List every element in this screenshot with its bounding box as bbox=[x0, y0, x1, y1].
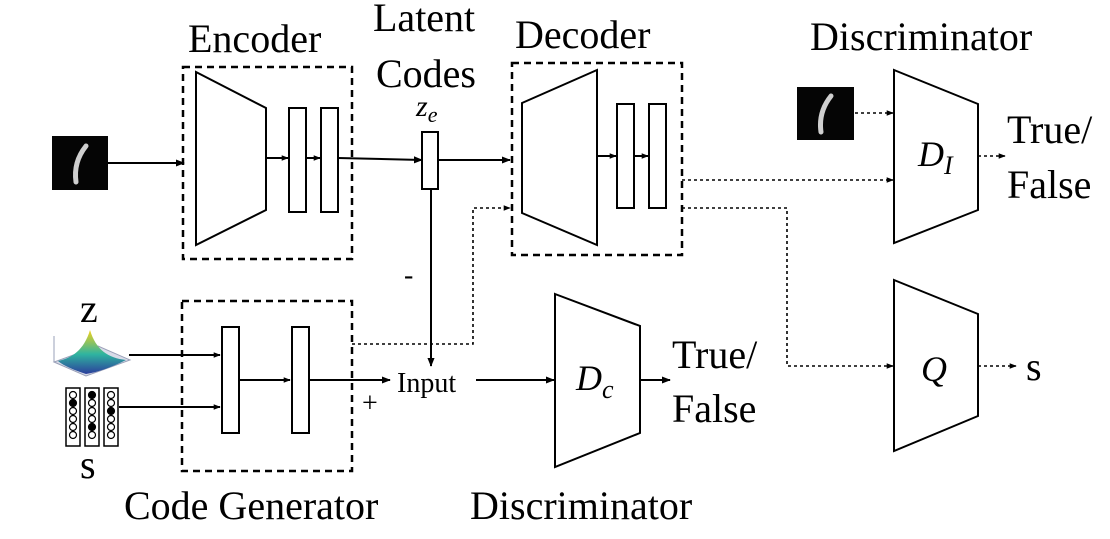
arrow-cg-to-decoder bbox=[352, 205, 511, 345]
decoder-layer-1 bbox=[616, 103, 635, 209]
dc-false-label: False bbox=[672, 386, 756, 431]
latent-label-line2: Codes bbox=[376, 51, 476, 96]
decoder-deconv-trapezoid bbox=[521, 68, 598, 247]
s-input-label: s bbox=[80, 442, 96, 487]
q-label: Q bbox=[921, 349, 947, 389]
latent-code-ze bbox=[421, 131, 439, 190]
di-false-label: False bbox=[1007, 162, 1091, 207]
code-generator-box bbox=[180, 299, 354, 473]
dc-label: Dc bbox=[575, 358, 614, 404]
plus-sign: + bbox=[362, 388, 378, 419]
di-true-label: True/ bbox=[1007, 107, 1093, 152]
s-code-icon bbox=[65, 387, 119, 447]
code-generator-label: Code Generator bbox=[124, 483, 378, 528]
encoder-box bbox=[181, 65, 354, 261]
arrow-encoder-to-latent bbox=[337, 156, 423, 164]
real-digit-icon bbox=[797, 87, 854, 140]
input-label: Input bbox=[397, 368, 456, 399]
dc-true-label: True/ bbox=[672, 332, 758, 377]
encoder-fc-layer-2 bbox=[320, 107, 339, 213]
decoder-label: Decoder bbox=[515, 12, 650, 57]
decoder-layer-2 bbox=[648, 103, 667, 209]
code-generator-layer-2 bbox=[291, 326, 310, 434]
ze-label: ze bbox=[415, 90, 438, 127]
encoder-fc-layer-1 bbox=[288, 107, 307, 213]
decoder-box bbox=[510, 61, 684, 257]
z-prior-icon bbox=[52, 330, 132, 377]
minus-sign: - bbox=[404, 260, 413, 291]
code-discriminator-trapezoid bbox=[554, 292, 641, 469]
input-digit-icon bbox=[52, 136, 108, 190]
encoder-conv-trapezoid bbox=[195, 70, 267, 247]
di-label: DI bbox=[917, 134, 954, 180]
code-generator-layer-1 bbox=[221, 326, 240, 434]
image-discriminator-label: Discriminator bbox=[810, 14, 1032, 59]
image-discriminator-trapezoid bbox=[893, 68, 979, 245]
z-label: z bbox=[80, 286, 98, 331]
q-network-trapezoid bbox=[893, 278, 979, 453]
encoder-label: Encoder bbox=[188, 16, 321, 61]
code-discriminator-label: Discriminator bbox=[470, 483, 692, 528]
q-output-s-label: s bbox=[1026, 344, 1042, 389]
latent-label-line1: Latent bbox=[373, 0, 475, 40]
